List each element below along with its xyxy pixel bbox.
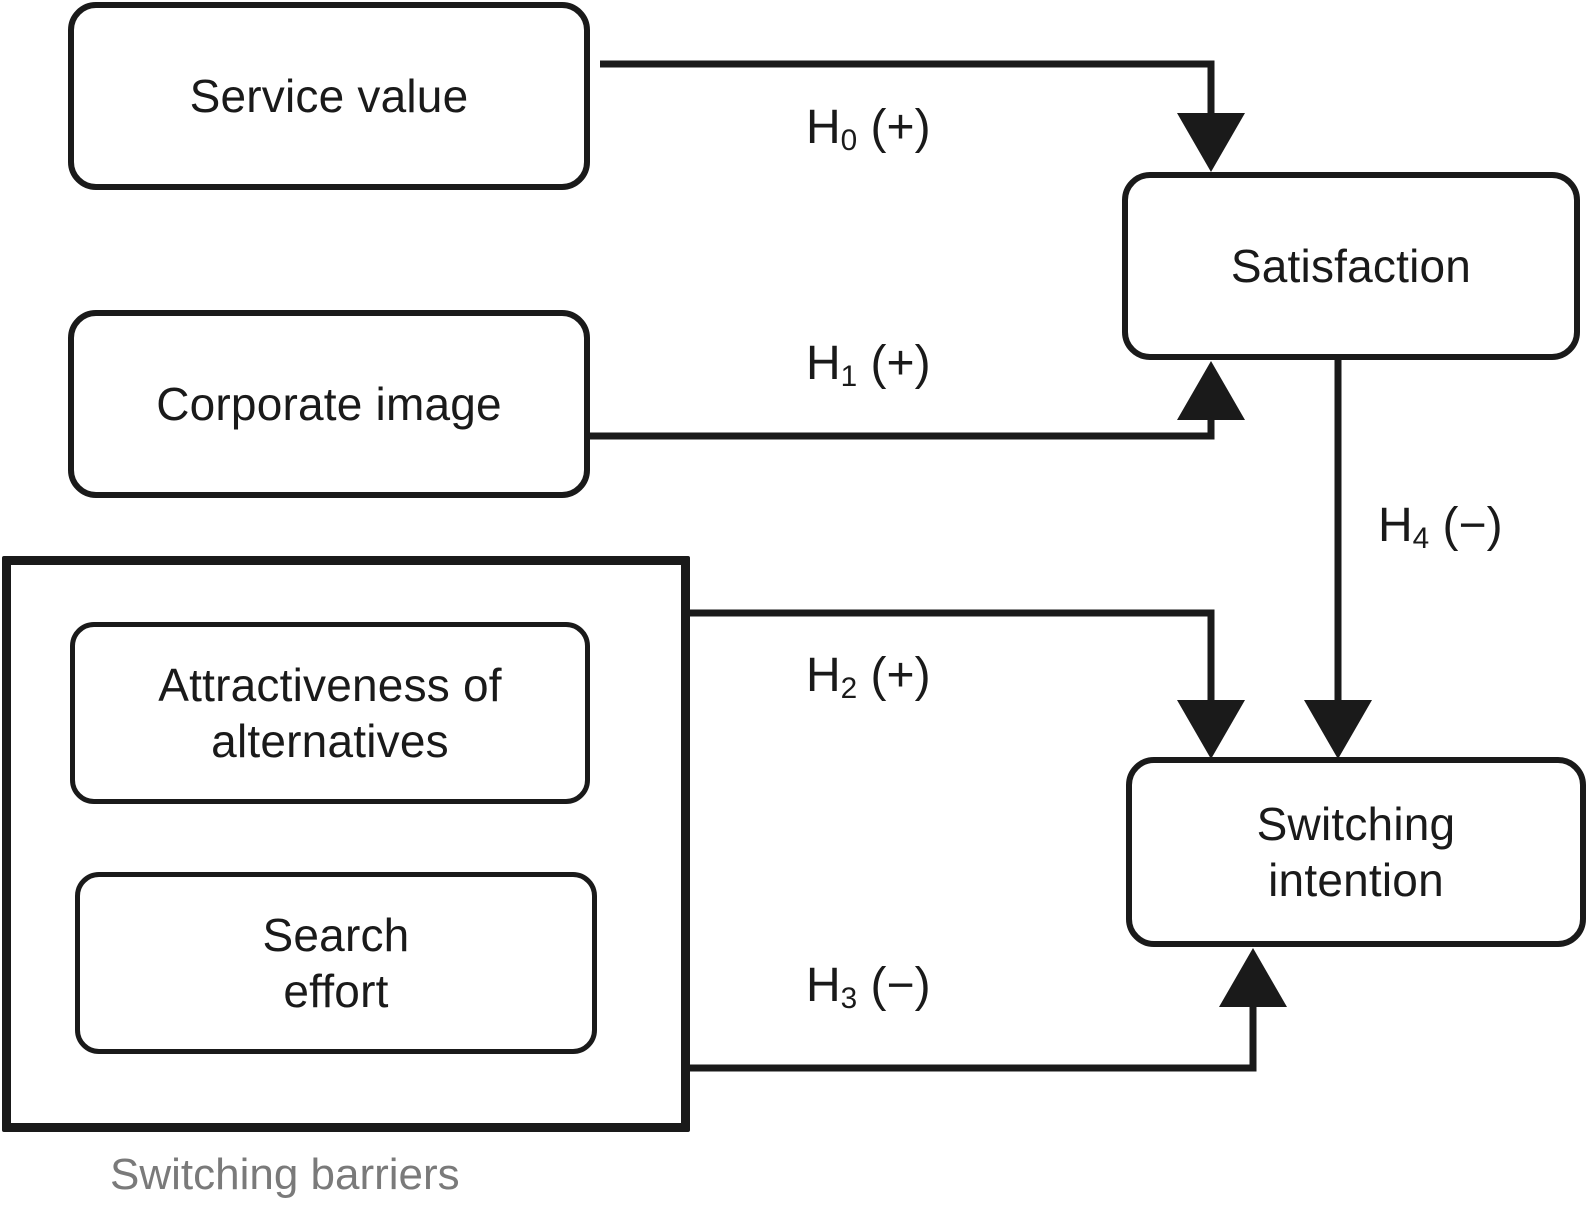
edge-label-h0-sign: (+) xyxy=(857,101,931,154)
edge-label-h1-sign: (+) xyxy=(857,337,931,390)
node-search-effort-label-line1: Search xyxy=(262,908,410,961)
edge-label-h2-letter: H xyxy=(806,649,841,702)
edge-h2 xyxy=(690,609,1245,759)
node-search-effort-label-line2: effort xyxy=(283,965,389,1017)
edge-label-h1-subscript: 1 xyxy=(840,360,858,394)
edge-label-h3: H3 (−) xyxy=(806,959,931,1014)
edge-label-h0-subscript: 0 xyxy=(840,124,858,158)
edge-label-h3-sign: (−) xyxy=(857,959,931,1012)
edge-label-h2-sign: (+) xyxy=(857,649,931,702)
edge-label-h4-sign: (−) xyxy=(1429,499,1503,552)
node-attractiveness-label-line2: alternatives xyxy=(211,715,449,767)
edge-label-h1-letter: H xyxy=(806,337,841,390)
edge-label-h2-subscript: 2 xyxy=(840,672,858,706)
edge-h3 xyxy=(690,948,1287,1072)
node-attractiveness-label-line1: Attractiveness of xyxy=(158,658,502,711)
edge-label-h4-letter: H xyxy=(1378,499,1413,552)
edge-label-h3-subscript: 3 xyxy=(840,982,858,1016)
edge-label-h1: H1 (+) xyxy=(806,337,931,392)
edge-label-h0-letter: H xyxy=(806,101,841,154)
node-search-effort[interactable]: Search effort xyxy=(75,872,597,1054)
edge-h1 xyxy=(590,361,1245,440)
node-switching-intention-label-line1: Switching xyxy=(1256,797,1456,850)
edge-label-h0: H0 (+) xyxy=(806,101,931,156)
edge-h0 xyxy=(600,60,1245,172)
edge-label-h2: H2 (+) xyxy=(806,649,931,704)
group-switching-barriers-caption: Switching barriers xyxy=(110,1150,460,1199)
edge-label-h3-letter: H xyxy=(806,959,841,1012)
node-switching-intention[interactable]: Switching intention xyxy=(1126,757,1586,947)
node-service-value[interactable]: Service value xyxy=(68,2,590,190)
node-corporate-image-label: Corporate image xyxy=(156,377,502,430)
node-satisfaction[interactable]: Satisfaction xyxy=(1122,172,1580,360)
node-switching-intention-label-line2: intention xyxy=(1268,854,1444,906)
node-corporate-image[interactable]: Corporate image xyxy=(68,310,590,498)
node-service-value-label: Service value xyxy=(189,69,469,122)
edge-label-h4-subscript: 4 xyxy=(1412,522,1430,556)
edge-h4 xyxy=(1304,358,1372,759)
node-attractiveness-of-alternatives[interactable]: Attractiveness of alternatives xyxy=(70,622,590,804)
edge-label-h4: H4 (−) xyxy=(1378,499,1503,554)
node-satisfaction-label: Satisfaction xyxy=(1230,239,1472,292)
